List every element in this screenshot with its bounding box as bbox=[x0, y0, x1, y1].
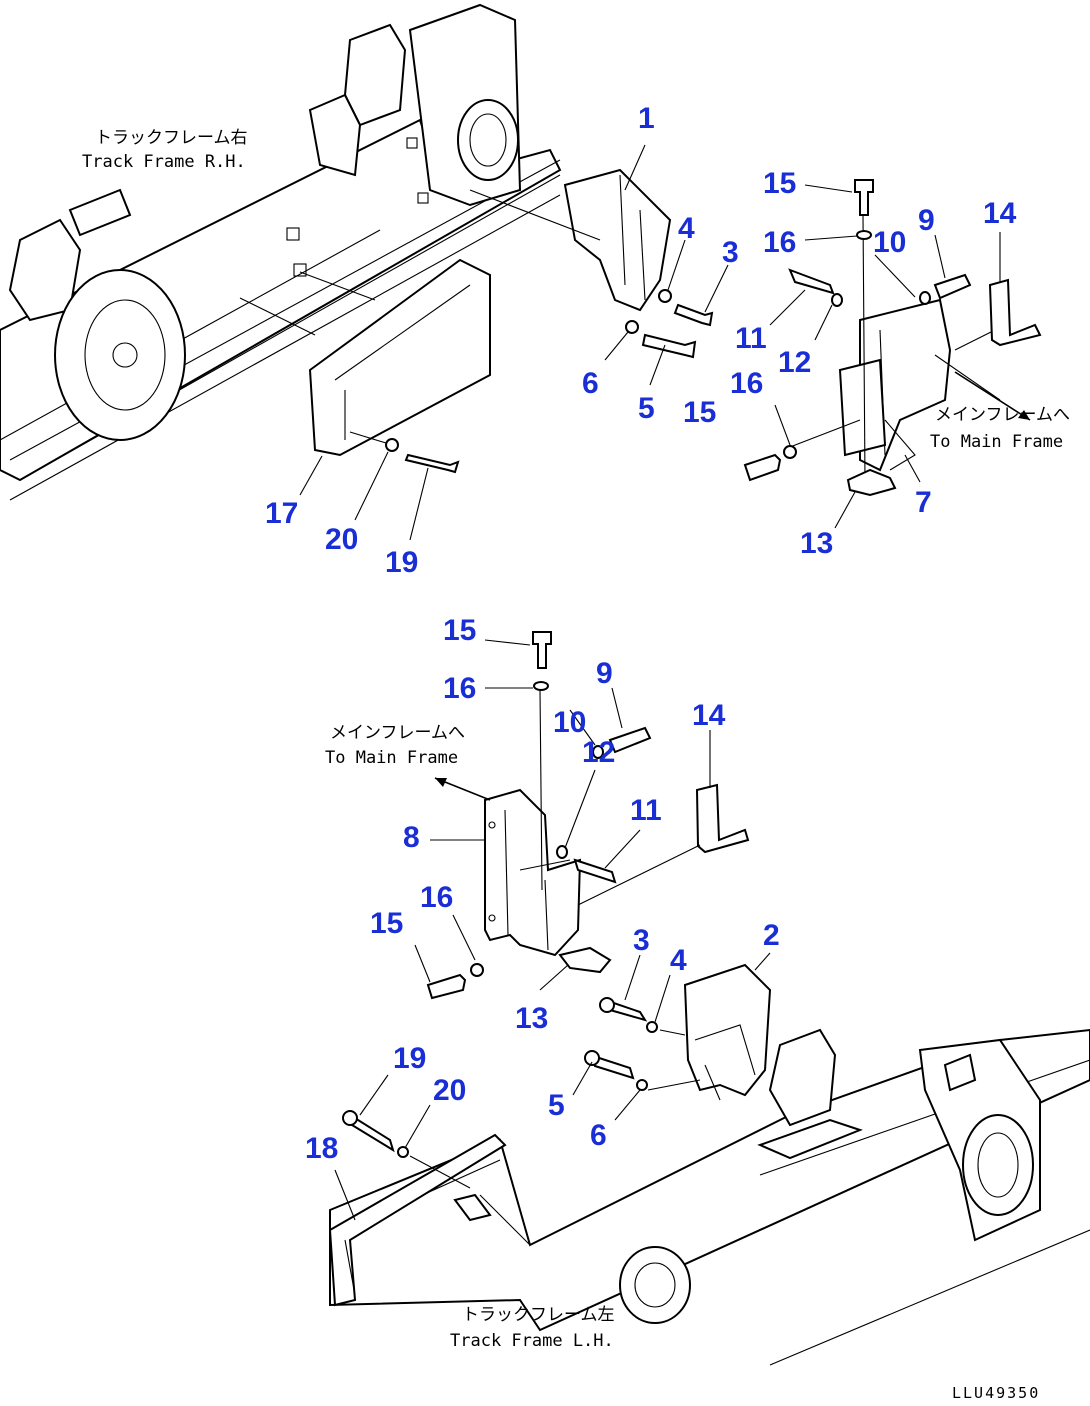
callout-upper-16a: 16 bbox=[763, 226, 796, 259]
callout-upper-16b: 16 bbox=[730, 367, 763, 400]
track-frame-rh-jp: トラックフレーム右 bbox=[95, 128, 248, 148]
callout-upper-3: 3 bbox=[722, 236, 739, 269]
callouts-lower: 15 16 10 9 14 12 11 8 16 15 13 3 4 2 5 6… bbox=[305, 614, 780, 1165]
bolts-3-5-lower bbox=[584, 997, 701, 1091]
callout-upper-6: 6 bbox=[582, 367, 599, 400]
bolts-3-5-upper bbox=[625, 289, 714, 359]
callout-upper-15b: 15 bbox=[683, 396, 716, 429]
callout-upper-1: 1 bbox=[638, 102, 655, 135]
part-1-bracket bbox=[469, 168, 672, 312]
callout-lower-13: 13 bbox=[515, 1002, 548, 1035]
leader-lines-upper bbox=[299, 144, 1001, 541]
callout-lower-19: 19 bbox=[393, 1042, 426, 1075]
part-8-bracket bbox=[484, 689, 582, 957]
callout-upper-19: 19 bbox=[385, 546, 418, 579]
to-main-frame-arrow-upper bbox=[954, 371, 1031, 421]
bolt-15-side-lower bbox=[426, 963, 484, 1000]
drawing-code: LLU49350 bbox=[952, 1384, 1040, 1402]
callout-upper-11: 11 bbox=[735, 322, 767, 355]
callout-lower-14: 14 bbox=[692, 699, 726, 732]
part-13-clip-upper bbox=[846, 468, 897, 497]
callouts-upper: 1 4 3 6 5 15 16 10 9 14 11 12 16 15 7 13… bbox=[265, 102, 1017, 579]
callout-lower-12: 12 bbox=[582, 736, 615, 769]
callout-lower-6: 6 bbox=[590, 1119, 607, 1152]
callout-upper-10: 10 bbox=[873, 226, 906, 259]
callout-upper-14: 14 bbox=[983, 197, 1017, 230]
bolts-9-11-upper bbox=[788, 268, 972, 307]
callout-upper-7: 7 bbox=[915, 486, 932, 519]
bolt-19-washer-20-lower bbox=[342, 1110, 471, 1189]
callout-lower-4: 4 bbox=[670, 944, 687, 977]
main-frame-en-1: To Main Frame bbox=[930, 432, 1063, 452]
track-frame-lh bbox=[329, 1028, 1090, 1366]
part-13-clip-lower bbox=[558, 946, 612, 974]
bolt-15-top-upper bbox=[854, 179, 874, 240]
bolts-9-11-lower bbox=[556, 726, 652, 884]
callout-lower-11: 11 bbox=[630, 794, 662, 827]
track-frame-lh-label: トラックフレーム左 Track Frame L.H. bbox=[450, 1305, 615, 1351]
callout-upper-9: 9 bbox=[918, 204, 935, 237]
main-frame-jp-2: メインフレームへ bbox=[330, 723, 465, 743]
callout-lower-15b: 15 bbox=[370, 907, 403, 940]
callout-lower-2: 2 bbox=[763, 919, 780, 952]
callout-lower-16b: 16 bbox=[420, 881, 453, 914]
main-frame-jp-1: メインフレームへ bbox=[935, 405, 1070, 425]
part-7-bracket bbox=[789, 214, 1006, 481]
callout-upper-20: 20 bbox=[325, 523, 358, 556]
part-18-guard bbox=[328, 1133, 507, 1307]
track-frame-rh-label: トラックフレーム右 Track Frame R.H. bbox=[82, 128, 248, 172]
callout-upper-17: 17 bbox=[265, 497, 298, 530]
callout-lower-10: 10 bbox=[553, 706, 586, 739]
track-frame-lh-jp: トラックフレーム左 bbox=[462, 1305, 615, 1325]
callout-lower-8: 8 bbox=[403, 821, 420, 854]
to-main-frame-arrow-lower bbox=[434, 777, 491, 801]
callout-lower-3: 3 bbox=[633, 924, 650, 957]
callout-lower-5: 5 bbox=[548, 1089, 565, 1122]
callout-lower-18: 18 bbox=[305, 1132, 338, 1165]
track-frame-rh-en: Track Frame R.H. bbox=[82, 152, 246, 172]
bolt-15-top-lower bbox=[532, 631, 552, 691]
bolt-19-washer-20-upper bbox=[349, 431, 460, 474]
track-frame-lh-en: Track Frame L.H. bbox=[450, 1331, 614, 1351]
part-14-stay-lower bbox=[577, 783, 750, 906]
callout-lower-20: 20 bbox=[433, 1074, 466, 1107]
callout-lower-16a: 16 bbox=[443, 672, 476, 705]
track-frame-rh bbox=[0, 3, 562, 501]
callout-upper-12: 12 bbox=[778, 346, 811, 379]
part-2-bracket bbox=[683, 963, 772, 1101]
callout-lower-15a: 15 bbox=[443, 614, 476, 647]
callout-lower-9: 9 bbox=[596, 657, 613, 690]
callout-upper-5: 5 bbox=[638, 392, 655, 425]
main-frame-label-lower: メインフレームへ To Main Frame bbox=[325, 723, 465, 768]
main-frame-en-2: To Main Frame bbox=[325, 748, 458, 768]
callout-upper-13: 13 bbox=[800, 527, 833, 560]
part-17-guard bbox=[239, 258, 491, 457]
bolt-15-side-upper bbox=[743, 445, 797, 482]
leader-lines-lower bbox=[334, 639, 771, 1221]
callout-upper-4: 4 bbox=[678, 212, 695, 245]
callout-upper-15a: 15 bbox=[763, 167, 796, 200]
part-14-stay-upper bbox=[988, 278, 1042, 347]
main-frame-label-upper: メインフレームへ To Main Frame bbox=[930, 405, 1070, 452]
